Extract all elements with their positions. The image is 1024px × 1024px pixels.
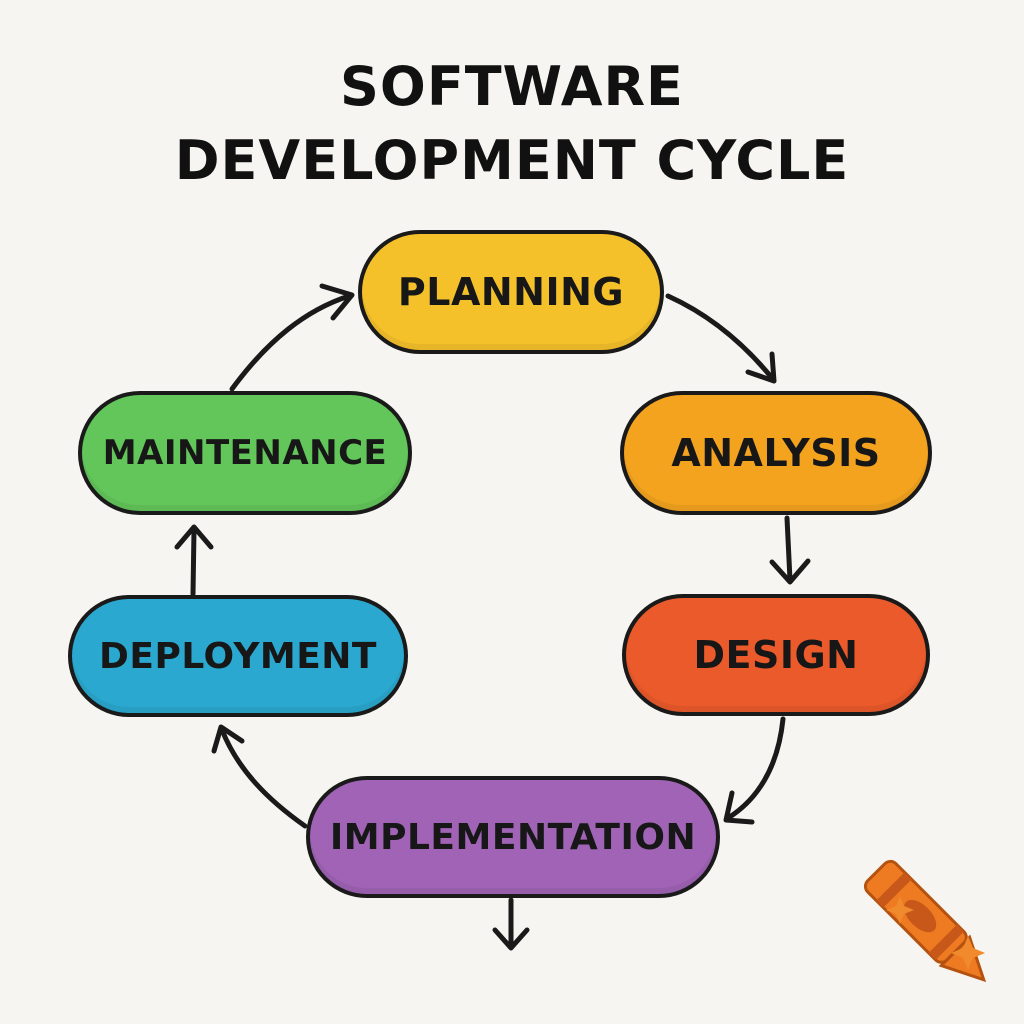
arrowhead-implementation-down [492, 927, 530, 951]
arrow-planning-to-analysis [665, 293, 775, 381]
arrowhead-planning-to-analysis [745, 351, 777, 384]
stage-deployment-label: DEPLOYMENT [98, 635, 377, 677]
diagram-title: SOFTWARE DEVELOPMENT CYCLE [0, 50, 1024, 198]
arrowhead-implementation-to-deployment [211, 724, 245, 754]
stage-implementation: IMPLEMENTATION [306, 776, 720, 898]
arrowhead-maintenance-to-planning [319, 283, 355, 321]
arrow-implementation-to-deployment [219, 727, 308, 829]
arrowhead-analysis-to-design [769, 558, 811, 585]
sparkle-icon [886, 896, 985, 970]
arrow-design-to-implementation [725, 716, 786, 821]
stage-maintenance-label: MAINTENANCE [102, 433, 388, 473]
stage-planning: PLANNING [358, 230, 664, 354]
stage-deployment: DEPLOYMENT [68, 595, 408, 717]
stage-maintenance: MAINTENANCE [78, 391, 412, 515]
arrow-maintenance-to-planning [229, 293, 352, 392]
stage-design-label: DESIGN [693, 633, 859, 677]
arrowhead-deployment-to-maintenance [174, 524, 214, 550]
stage-analysis: ANALYSIS [620, 391, 932, 515]
stage-design: DESIGN [622, 594, 930, 716]
stage-planning-label: PLANNING [397, 270, 625, 314]
title-line-1: SOFTWARE [340, 55, 684, 118]
arrowhead-design-to-implementation [723, 790, 755, 825]
stage-implementation-label: IMPLEMENTATION [329, 816, 697, 858]
title-line-2: DEVELOPMENT CYCLE [174, 129, 850, 192]
stage-analysis-label: ANALYSIS [671, 431, 881, 475]
arrow-analysis-to-design [784, 515, 793, 583]
crayon-icon [863, 859, 987, 983]
arrow-deployment-to-maintenance [190, 527, 197, 597]
